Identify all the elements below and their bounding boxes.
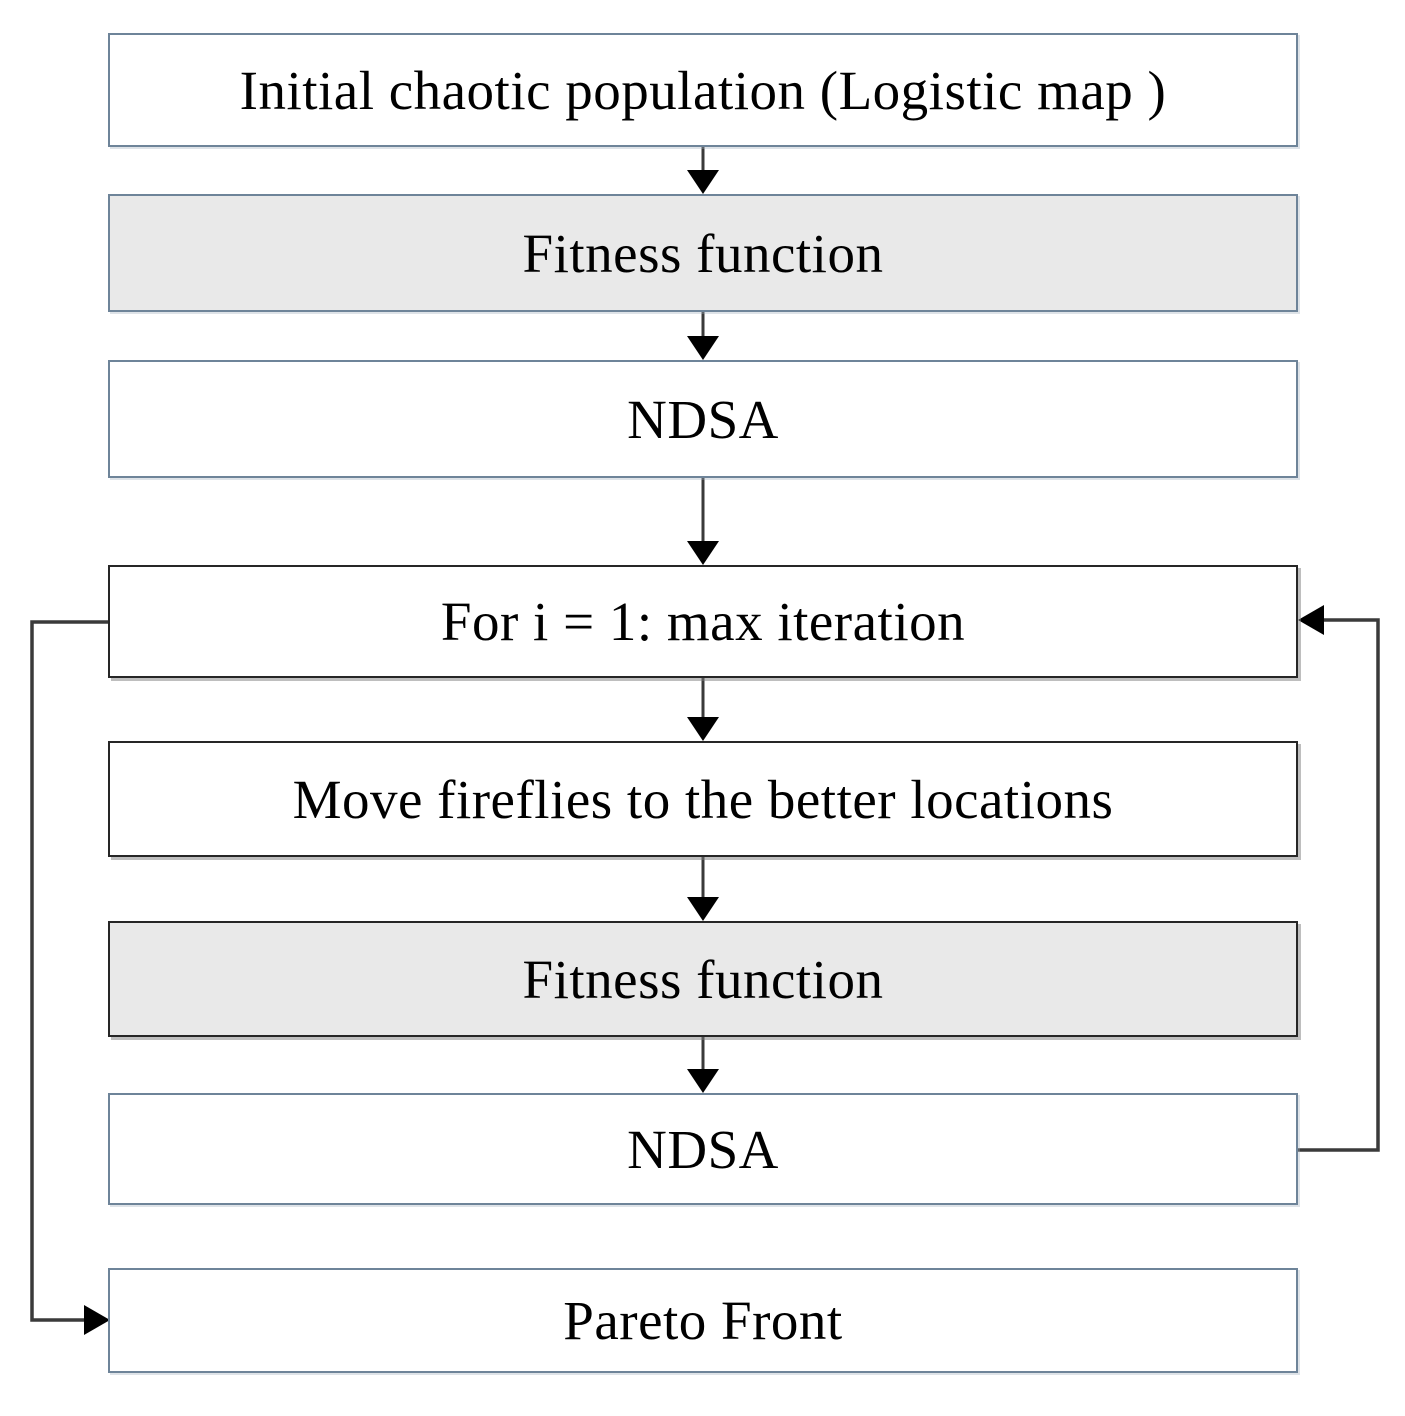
flow-box-label: Fitness function: [522, 948, 884, 1010]
flow-box-fitness-function-2: Fitness function: [108, 921, 1298, 1037]
flow-box-fitness-function-1: Fitness function: [108, 194, 1298, 312]
loop-ndsa2-to-for: [1298, 605, 1380, 1152]
arrow-fitness2-to-ndsa2: [687, 1037, 719, 1093]
flow-box-ndsa-2: NDSA: [108, 1093, 1298, 1205]
flow-box-label: NDSA: [627, 1118, 779, 1180]
flow-box-label: For i = 1: max iteration: [440, 591, 966, 652]
arrow-for-to-move: [687, 678, 719, 741]
flow-box-move-fireflies: Move fireflies to the better locations: [108, 741, 1298, 857]
flow-box-ndsa-1: NDSA: [108, 360, 1298, 478]
flow-box-label: Move fireflies to the better locations: [292, 768, 1114, 830]
arrow-fitness1-to-ndsa1: [687, 312, 719, 360]
flow-box-initial-population: Initial chaotic population (Logistic map…: [108, 33, 1298, 147]
flow-box-pareto-front: Pareto Front: [108, 1268, 1298, 1373]
loop-for-to-pareto: [30, 620, 110, 1335]
arrow-initial-to-fitness1: [687, 147, 719, 194]
flow-box-label: Initial chaotic population (Logistic map…: [239, 59, 1167, 121]
flow-box-for-iteration: For i = 1: max iteration: [108, 565, 1298, 678]
flow-box-label: NDSA: [627, 388, 779, 450]
flow-box-label: Fitness function: [522, 222, 884, 284]
arrow-move-to-fitness2: [687, 857, 719, 921]
flow-box-label: Pareto Front: [563, 1290, 843, 1351]
arrow-ndsa1-to-for: [687, 478, 719, 565]
